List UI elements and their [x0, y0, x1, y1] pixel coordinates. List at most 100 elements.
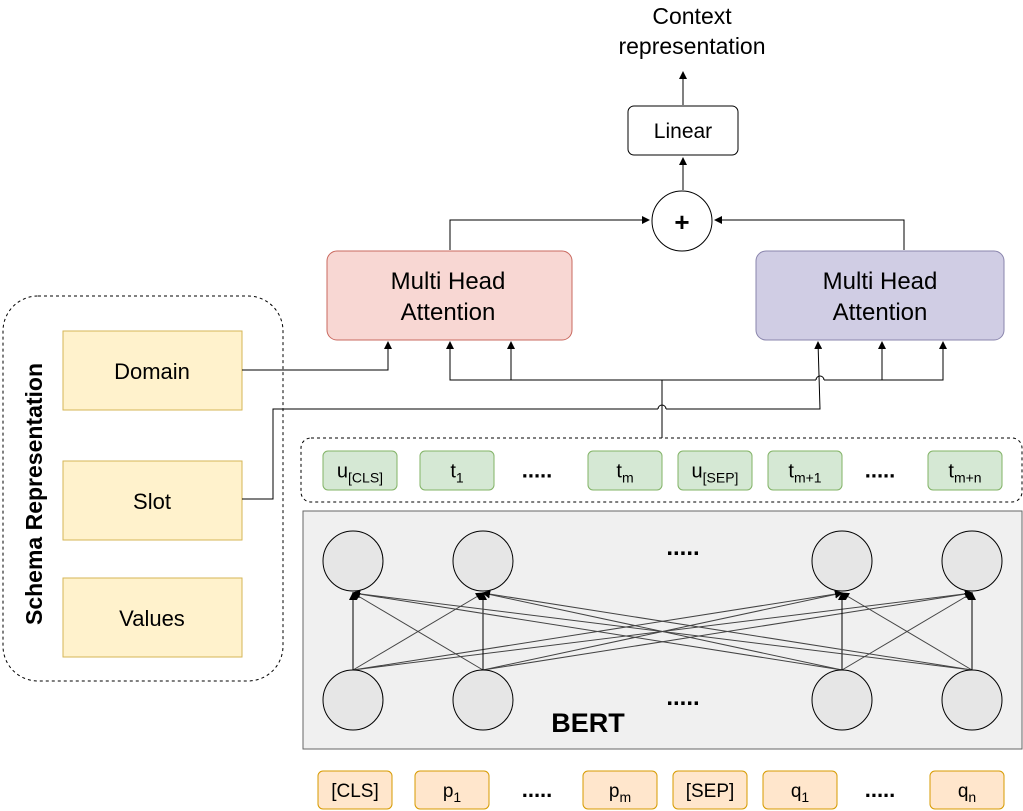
output-token-subscript: [SEP] [703, 470, 739, 486]
bert-nodes [322, 530, 1003, 731]
input-token-box [762, 770, 838, 810]
output-token-base: ..... [865, 458, 896, 483]
bert-bottom-node [452, 669, 514, 731]
input-token-box [929, 770, 1005, 810]
output-token-label: ..... [865, 458, 896, 483]
context-title-line1: Context [652, 3, 732, 29]
output-token-label: u[CLS] [337, 461, 383, 486]
bert-top-ellipsis: ..... [666, 534, 699, 561]
input-token-label: qn [958, 781, 976, 805]
input-token-box [317, 770, 393, 810]
schema-representation-title: Schema Representation [21, 363, 47, 625]
output-token-label: tm+n [948, 461, 981, 486]
output-token-base: ..... [522, 458, 553, 483]
input-token-box [414, 770, 490, 810]
output-token-label: tm+1 [788, 461, 821, 486]
input-token-base: p [609, 781, 620, 802]
slot-label: Slot [133, 489, 171, 514]
sum-node [651, 190, 713, 252]
right-mha-line1: Multi Head [823, 268, 938, 295]
input-token-label: p1 [443, 781, 462, 805]
output-token-box [927, 450, 1003, 491]
bert-bottom-node [811, 669, 873, 731]
input-token-subscript: 1 [453, 789, 461, 805]
output-token-base: t [788, 461, 794, 483]
output-token-box [767, 450, 843, 491]
output-token-box [587, 450, 663, 491]
bert-connections [349, 589, 976, 671]
input-token-box [672, 770, 748, 810]
context-title-line2: representation [618, 33, 765, 59]
output-token-base: t [616, 461, 622, 483]
input-tokens: [CLS]p1.....pm[SEP]q1.....qn [317, 770, 1005, 810]
input-token-label: [SEP] [686, 781, 735, 802]
left-mha-line2: Attention [401, 299, 496, 326]
domain-to-left-mha-arrow [242, 341, 392, 371]
input-token-box [582, 770, 658, 810]
output-token-subscript: 1 [456, 470, 464, 486]
output-token-subscript: m+1 [794, 470, 822, 486]
output-token-box [419, 450, 495, 491]
bert-output-tokens-group [300, 437, 1023, 503]
input-token-subscript: m [619, 789, 631, 805]
input-token-label: [CLS] [331, 781, 379, 802]
input-token-base: p [443, 781, 454, 802]
slot-connector-hop [657, 404, 667, 410]
bert-box [302, 510, 1023, 750]
input-token-label: ..... [865, 777, 896, 802]
tokens-bus-hop [815, 375, 825, 381]
slot-connector-a [242, 408, 658, 500]
left-mha-line1: Multi Head [391, 268, 506, 295]
right-mha-line2: Attention [833, 299, 928, 326]
right-mha-to-sum-arrow [714, 216, 905, 250]
output-token-box [677, 450, 753, 491]
input-token-subscript: n [968, 789, 976, 805]
input-token-base: [SEP] [686, 781, 735, 802]
output-token-base: t [948, 461, 954, 483]
input-token-base: ..... [865, 777, 896, 802]
input-token-base: [CLS] [331, 781, 379, 802]
input-token-base: q [958, 781, 969, 802]
input-token-label: pm [609, 781, 631, 805]
bert-bottom-ellipsis: ..... [666, 684, 699, 711]
tokens-to-right-mha-arrow-2 [824, 341, 947, 381]
output-token-box [322, 450, 398, 491]
bert-connection-line [352, 589, 973, 671]
output-token-label: t1 [450, 461, 464, 486]
input-token-subscript: 1 [801, 789, 809, 805]
linear-label: Linear [654, 120, 712, 143]
output-token-base: u [337, 461, 348, 483]
values-label: Values [119, 606, 185, 631]
right-multi-head-attention [755, 250, 1005, 341]
bert-bottom-node [322, 669, 384, 731]
domain-label: Domain [114, 359, 190, 384]
input-token-label: ..... [522, 777, 553, 802]
schema-representation-group [2, 295, 284, 682]
bert-connection-line [841, 592, 973, 671]
bert-connection-line [482, 590, 973, 671]
domain-box [62, 330, 243, 411]
bert-top-node [452, 530, 514, 592]
input-token-base: ..... [522, 777, 553, 802]
output-token-subscript: m [622, 470, 634, 486]
linear-box [627, 105, 739, 156]
tokens-to-left-mha-arrow-1 [446, 341, 663, 438]
output-token-label: tm [616, 461, 633, 486]
bert-connection-line [352, 590, 843, 671]
bert-connection-line [352, 592, 484, 671]
slot-to-right-mha-arrow [666, 341, 823, 410]
output-token-label: u[SEP] [692, 461, 739, 486]
bert-label: BERT [551, 708, 625, 738]
output-token-base: t [450, 461, 456, 483]
left-mha-to-sum-arrow [449, 216, 650, 250]
slot-box [62, 460, 243, 541]
plus-symbol: + [674, 207, 689, 237]
bert-bottom-node [941, 669, 1003, 731]
output-token-base: u [692, 461, 703, 483]
bert-top-node [811, 530, 873, 592]
input-token-label: q1 [791, 781, 810, 805]
output-token-subscript: [CLS] [348, 470, 383, 486]
bert-top-node [322, 530, 384, 592]
